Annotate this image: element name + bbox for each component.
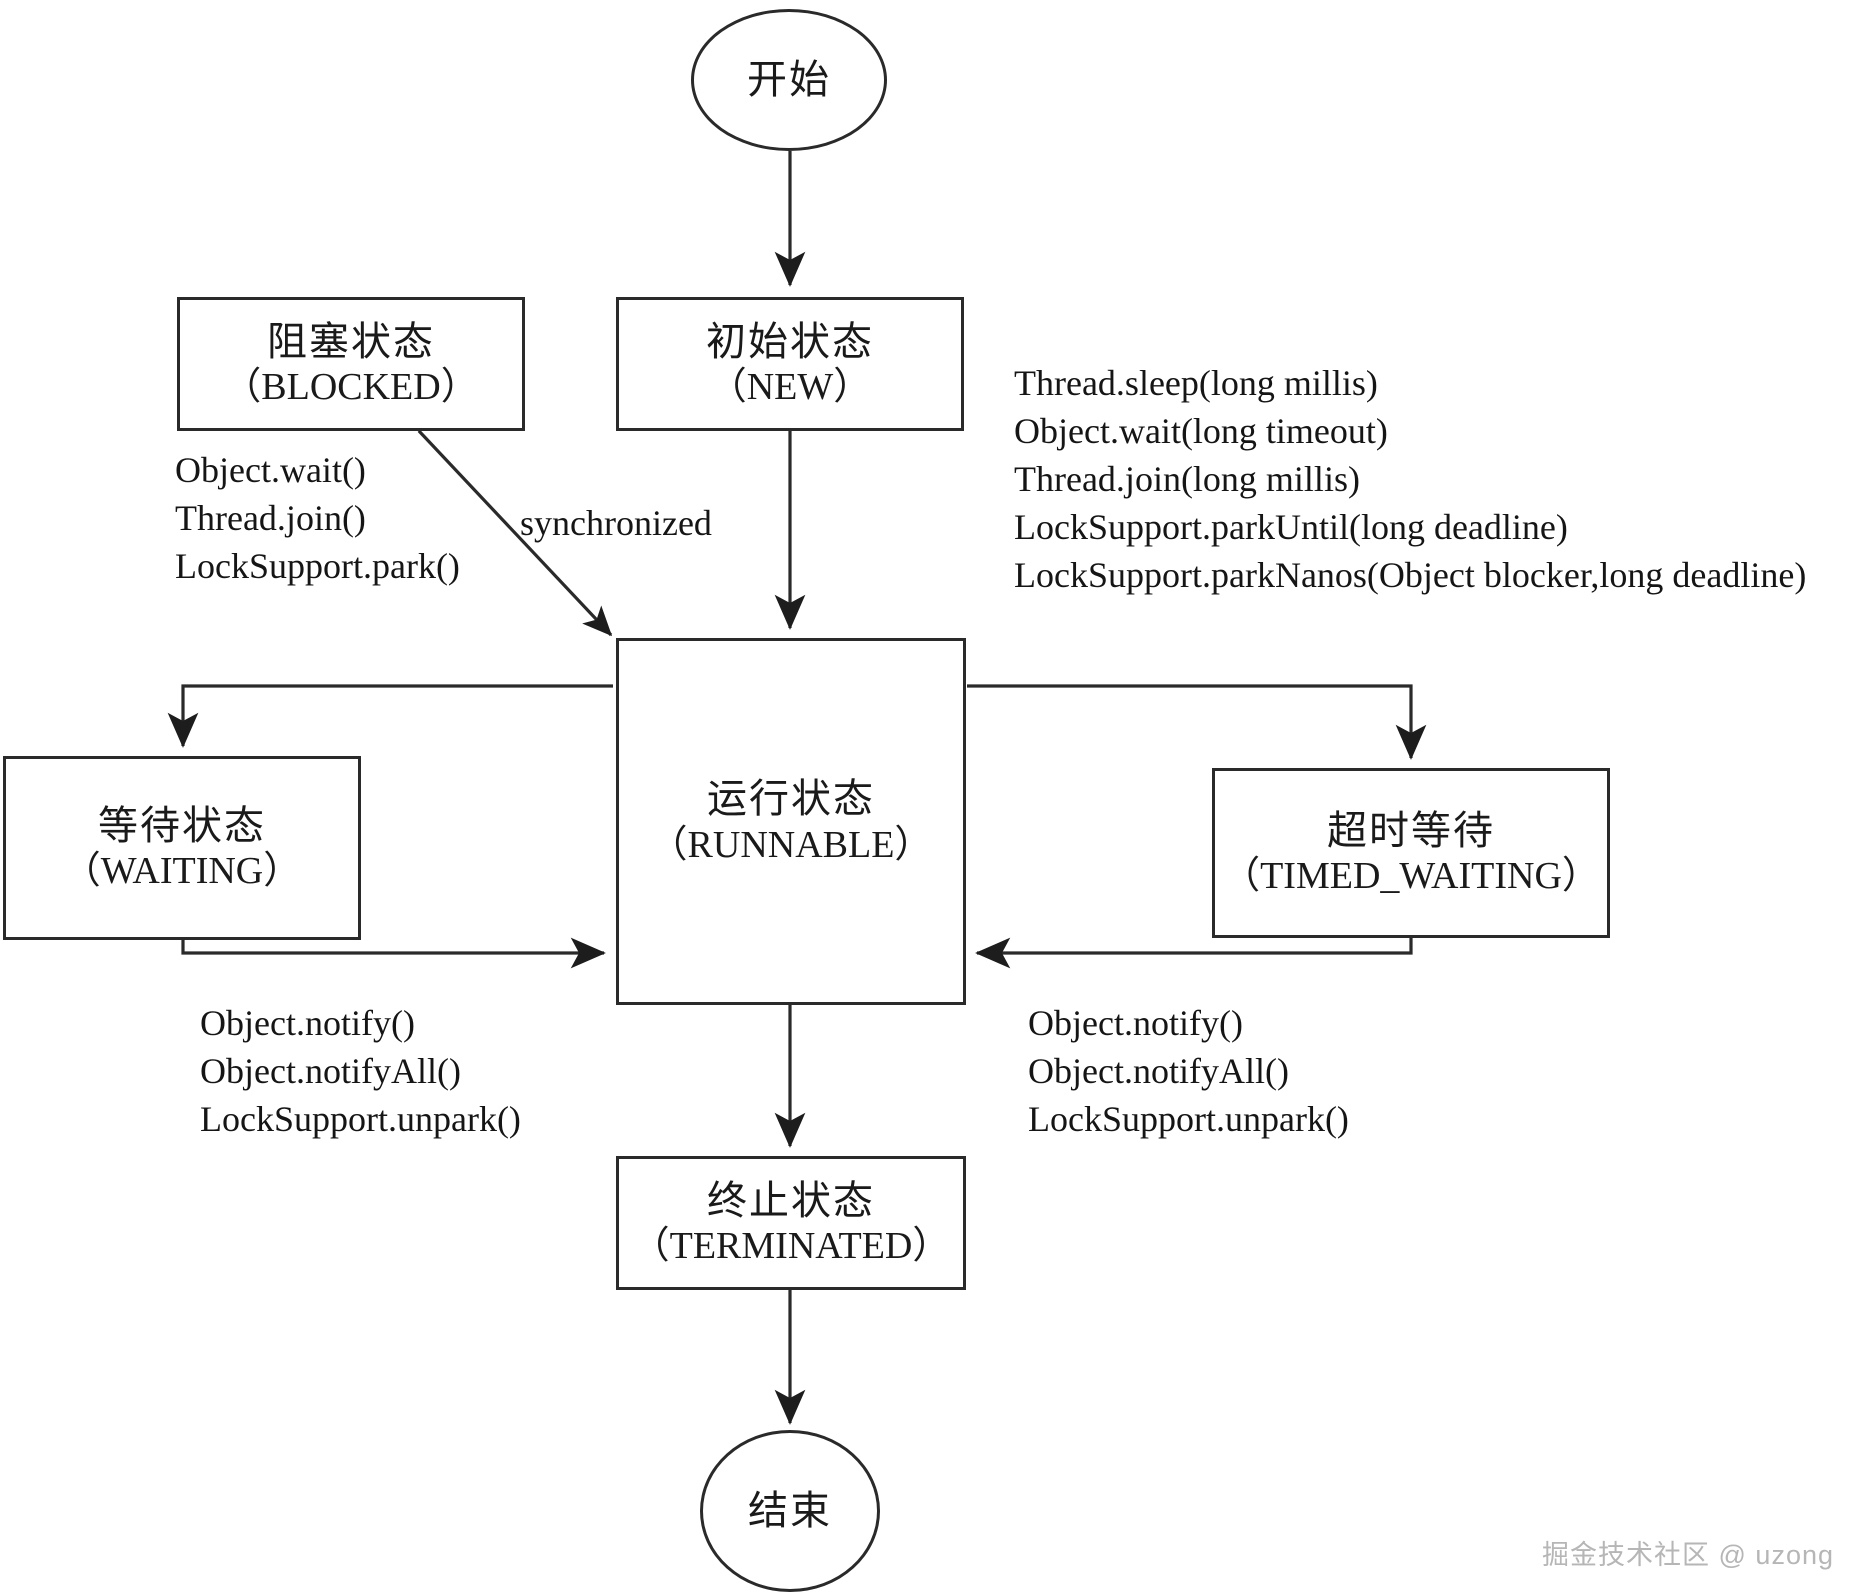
node-blocked-label-en: （BLOCKED） bbox=[223, 366, 479, 409]
node-runnable[interactable]: 运行状态 （RUNNABLE） bbox=[616, 638, 966, 1005]
edge-label-line: LockSupport.unpark() bbox=[1028, 1098, 1349, 1139]
node-start[interactable]: 开始 bbox=[691, 9, 887, 151]
node-blocked-label-cn: 阻塞状态 bbox=[267, 318, 435, 364]
edge-label-to-waiting: Object.wait() Thread.join() LockSupport.… bbox=[175, 447, 460, 591]
edge-timed-waiting-to-runnable bbox=[975, 937, 1413, 969]
edge-waiting-to-runnable bbox=[181, 937, 606, 969]
node-blocked[interactable]: 阻塞状态 （BLOCKED） bbox=[177, 297, 525, 431]
watermark: 掘金技术社区 @ uzong bbox=[1542, 1540, 1834, 1570]
node-waiting[interactable]: 等待状态 （WAITING） bbox=[3, 756, 361, 940]
node-start-label: 开始 bbox=[747, 57, 831, 103]
edge-label-timed-waiting-back: Object.notify() Object.notifyAll() LockS… bbox=[1028, 1000, 1349, 1144]
node-runnable-label-en: （RUNNABLE） bbox=[649, 823, 933, 866]
node-new[interactable]: 初始状态 （NEW） bbox=[616, 297, 964, 431]
node-timed-waiting[interactable]: 超时等待 （TIMED_WAITING） bbox=[1212, 768, 1610, 938]
edge-label-synchronized: synchronized bbox=[520, 500, 712, 548]
edge-runnable-to-timed-waiting bbox=[967, 684, 1427, 760]
node-waiting-label-cn: 等待状态 bbox=[98, 802, 266, 848]
edge-label-line: Thread.sleep(long millis) bbox=[1014, 363, 1378, 403]
node-new-label-en: （NEW） bbox=[708, 366, 872, 409]
edge-label-line: Object.notifyAll() bbox=[200, 1050, 461, 1091]
edge-label-waiting-back: Object.notify() Object.notifyAll() LockS… bbox=[200, 1000, 521, 1144]
edge-label-line: Object.wait() bbox=[175, 450, 366, 490]
edge-label-line: Thread.join(long millis) bbox=[1014, 458, 1360, 499]
edge-label-line: LockSupport.parkNanos(Object blocker,lon… bbox=[1014, 554, 1807, 595]
edge-label-line: LockSupport.parkUntil(long deadline) bbox=[1014, 506, 1568, 547]
node-new-label-cn: 初始状态 bbox=[706, 318, 874, 364]
node-timed-waiting-label-en: （TIMED_WAITING） bbox=[1222, 855, 1600, 898]
node-waiting-label-en: （WAITING） bbox=[62, 850, 302, 893]
node-runnable-label-cn: 运行状态 bbox=[707, 776, 875, 822]
edge-label-line: Object.notify() bbox=[200, 1003, 415, 1043]
node-terminated-label-cn: 终止状态 bbox=[707, 1177, 875, 1223]
edge-label-line: LockSupport.unpark() bbox=[200, 1098, 521, 1139]
edge-label-line: synchronized bbox=[520, 503, 712, 543]
edge-label-line: Thread.join() bbox=[175, 497, 366, 538]
node-terminated[interactable]: 终止状态 （TERMINATED） bbox=[616, 1156, 966, 1290]
node-end-label: 结束 bbox=[748, 1488, 832, 1534]
edge-blocked-runnable-sync bbox=[390, 401, 613, 637]
edge-label-line: Object.wait(long timeout) bbox=[1014, 410, 1388, 451]
edge-label-line: Object.notifyAll() bbox=[1028, 1050, 1289, 1091]
node-timed-waiting-label-cn: 超时等待 bbox=[1327, 807, 1495, 853]
node-terminated-label-en: （TERMINATED） bbox=[631, 1225, 951, 1268]
edge-runnable-to-waiting bbox=[167, 684, 613, 748]
edge-label-line: LockSupport.park() bbox=[175, 545, 460, 586]
edge-label-line: Object.notify() bbox=[1028, 1003, 1243, 1043]
edge-label-to-timed-waiting: Thread.sleep(long millis) Object.wait(lo… bbox=[1014, 360, 1806, 599]
node-end[interactable]: 结束 bbox=[700, 1430, 880, 1592]
